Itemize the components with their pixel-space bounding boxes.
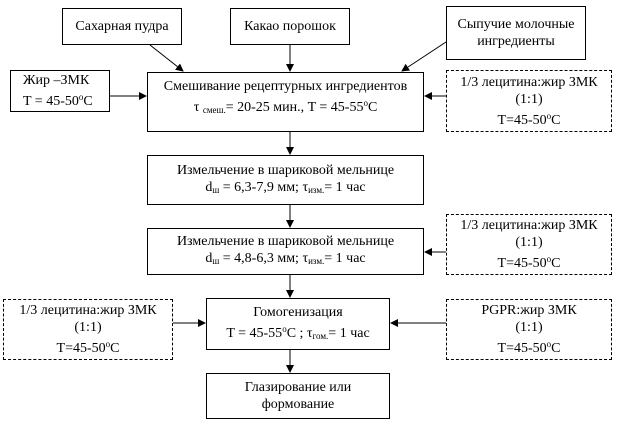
milk-label-1: Сыпучие молочные	[457, 17, 575, 32]
final-label-2: формование	[261, 397, 335, 412]
lecithin-label: 1/3 лецитина:жир ЗМК	[460, 218, 598, 233]
final-label-1: Глазирование или	[244, 380, 352, 395]
lecithin-ratio: (1:1)	[515, 91, 543, 107]
arrow-milk-to-mixing	[401, 41, 447, 72]
lecithin-box-2: 1/3 лецитина:жир ЗМК (1:1) T=45-50oC	[446, 214, 612, 275]
lecithin-ratio: (1:1)	[515, 235, 543, 250]
homogenization-box: Гомогенизация T = 45-55oC ; τгом.= 1 час	[206, 298, 390, 350]
cocoa-label: Какао порошок	[244, 19, 336, 34]
grind1-title: Измельчение в шариковой мельнице	[176, 162, 395, 178]
grind2-params: dш = 4,8-6,3 мм; τизм.= 1 час	[205, 251, 366, 266]
mixing-params: τ смеш.= 20-25 мин., T = 45-55oC	[193, 98, 378, 115]
final-box: Глазирование или формование	[206, 373, 390, 419]
sugar-label: Сахарная пудра	[75, 19, 169, 34]
fat-label: Жир –ЗМК	[23, 73, 90, 88]
milk-label-2: ингредиенты	[477, 34, 555, 49]
pgpr-temp: T=45-50oC	[497, 339, 561, 356]
lecithin-label: 1/3 лецитина:жир ЗМК	[460, 74, 598, 90]
lecithin-label: 1/3 лецитина:жир ЗМК	[19, 303, 157, 318]
grind2-title: Измельчение в шариковой мельнице	[176, 234, 395, 249]
lecithin-temp: T=45-50oC	[497, 254, 561, 271]
pgpr-ratio: (1:1)	[515, 320, 543, 335]
arrow-sugar-to-mixing	[149, 44, 184, 72]
lecithin-temp: T=45-50oC	[56, 339, 120, 356]
pgpr-box: PGPR:жир ЗМК (1:1) T=45-50oC	[446, 299, 612, 360]
grind1-box: Измельчение в шариковой мельнице dш = 6,…	[147, 155, 424, 205]
fat-box: Жир –ЗМК T = 45-50oC	[10, 70, 110, 112]
cocoa-box: Какао порошок	[230, 8, 350, 45]
milk-box: Сыпучие молочные ингредиенты	[446, 6, 586, 60]
mixing-title: Смешивание рецептурных ингредиентов	[163, 79, 408, 94]
sugar-box: Сахарная пудра	[62, 8, 182, 45]
lecithin-ratio: (1:1)	[74, 320, 102, 335]
lecithin-temp: T=45-50oC	[497, 110, 561, 128]
fat-temp: T = 45-50oC	[23, 92, 93, 109]
lecithin-box-1: 1/3 лецитина:жир ЗМК (1:1) T=45-50oC	[446, 70, 612, 132]
homog-params: T = 45-55oC ; τгом.= 1 час	[226, 323, 370, 341]
mixing-box: Смешивание рецептурных ингредиентов τ см…	[147, 72, 424, 132]
homog-title: Гомогенизация	[253, 304, 343, 320]
lecithin-box-3: 1/3 лецитина:жир ЗМК (1:1) T=45-50oC	[3, 299, 173, 360]
grind1-params: dш = 6,3-7,9 мм; τизм.= 1 час	[205, 179, 366, 195]
grind2-box: Измельчение в шариковой мельнице dш = 4,…	[147, 228, 424, 275]
pgpr-label: PGPR:жир ЗМК	[481, 303, 577, 318]
